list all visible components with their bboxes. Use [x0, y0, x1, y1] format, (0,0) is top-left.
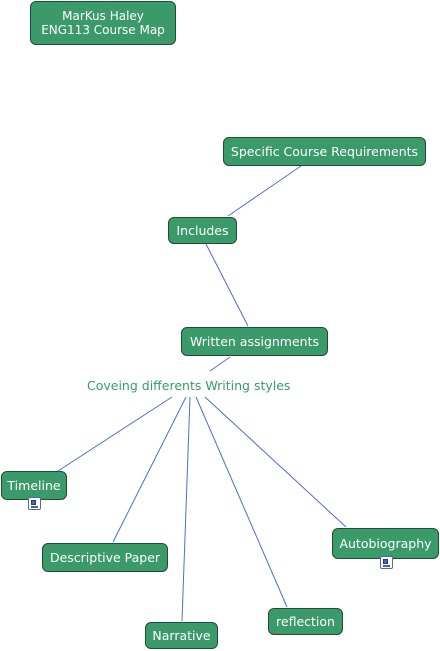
node-includes[interactable]: Includes: [168, 217, 237, 244]
connector-phrase-descriptive: [112, 396, 187, 543]
node-autobiography[interactable]: Autobiography: [332, 528, 439, 559]
node-timeline[interactable]: Timeline: [1, 471, 67, 500]
connector-phrase-autobiography: [204, 396, 347, 528]
title-node[interactable]: MarKus Haley ENG113 Course Map: [30, 1, 176, 45]
connector-requirements-includes: [227, 165, 302, 217]
connector-phrase-narrative: [181, 396, 191, 622]
node-specific-course-requirements[interactable]: Specific Course Requirements: [223, 137, 426, 166]
title-line-1: MarKus Haley: [62, 9, 144, 23]
autobiography-document-icon[interactable]: [380, 556, 393, 569]
node-narrative[interactable]: Narrative: [145, 622, 218, 649]
node-written-assignments[interactable]: Written assignments: [181, 327, 328, 356]
connector-written-phrase: [209, 356, 231, 372]
connector-phrase-reflection: [195, 396, 288, 608]
linking-phrase[interactable]: Coveing differents Writing styles: [87, 378, 291, 393]
title-line-2: ENG113 Course Map: [41, 23, 165, 37]
connector-includes-written: [205, 243, 249, 327]
connector-phrase-timeline: [57, 396, 173, 472]
timeline-document-icon[interactable]: [28, 497, 41, 510]
node-reflection[interactable]: reflection: [268, 608, 343, 635]
node-descriptive-paper[interactable]: Descriptive Paper: [42, 543, 168, 572]
